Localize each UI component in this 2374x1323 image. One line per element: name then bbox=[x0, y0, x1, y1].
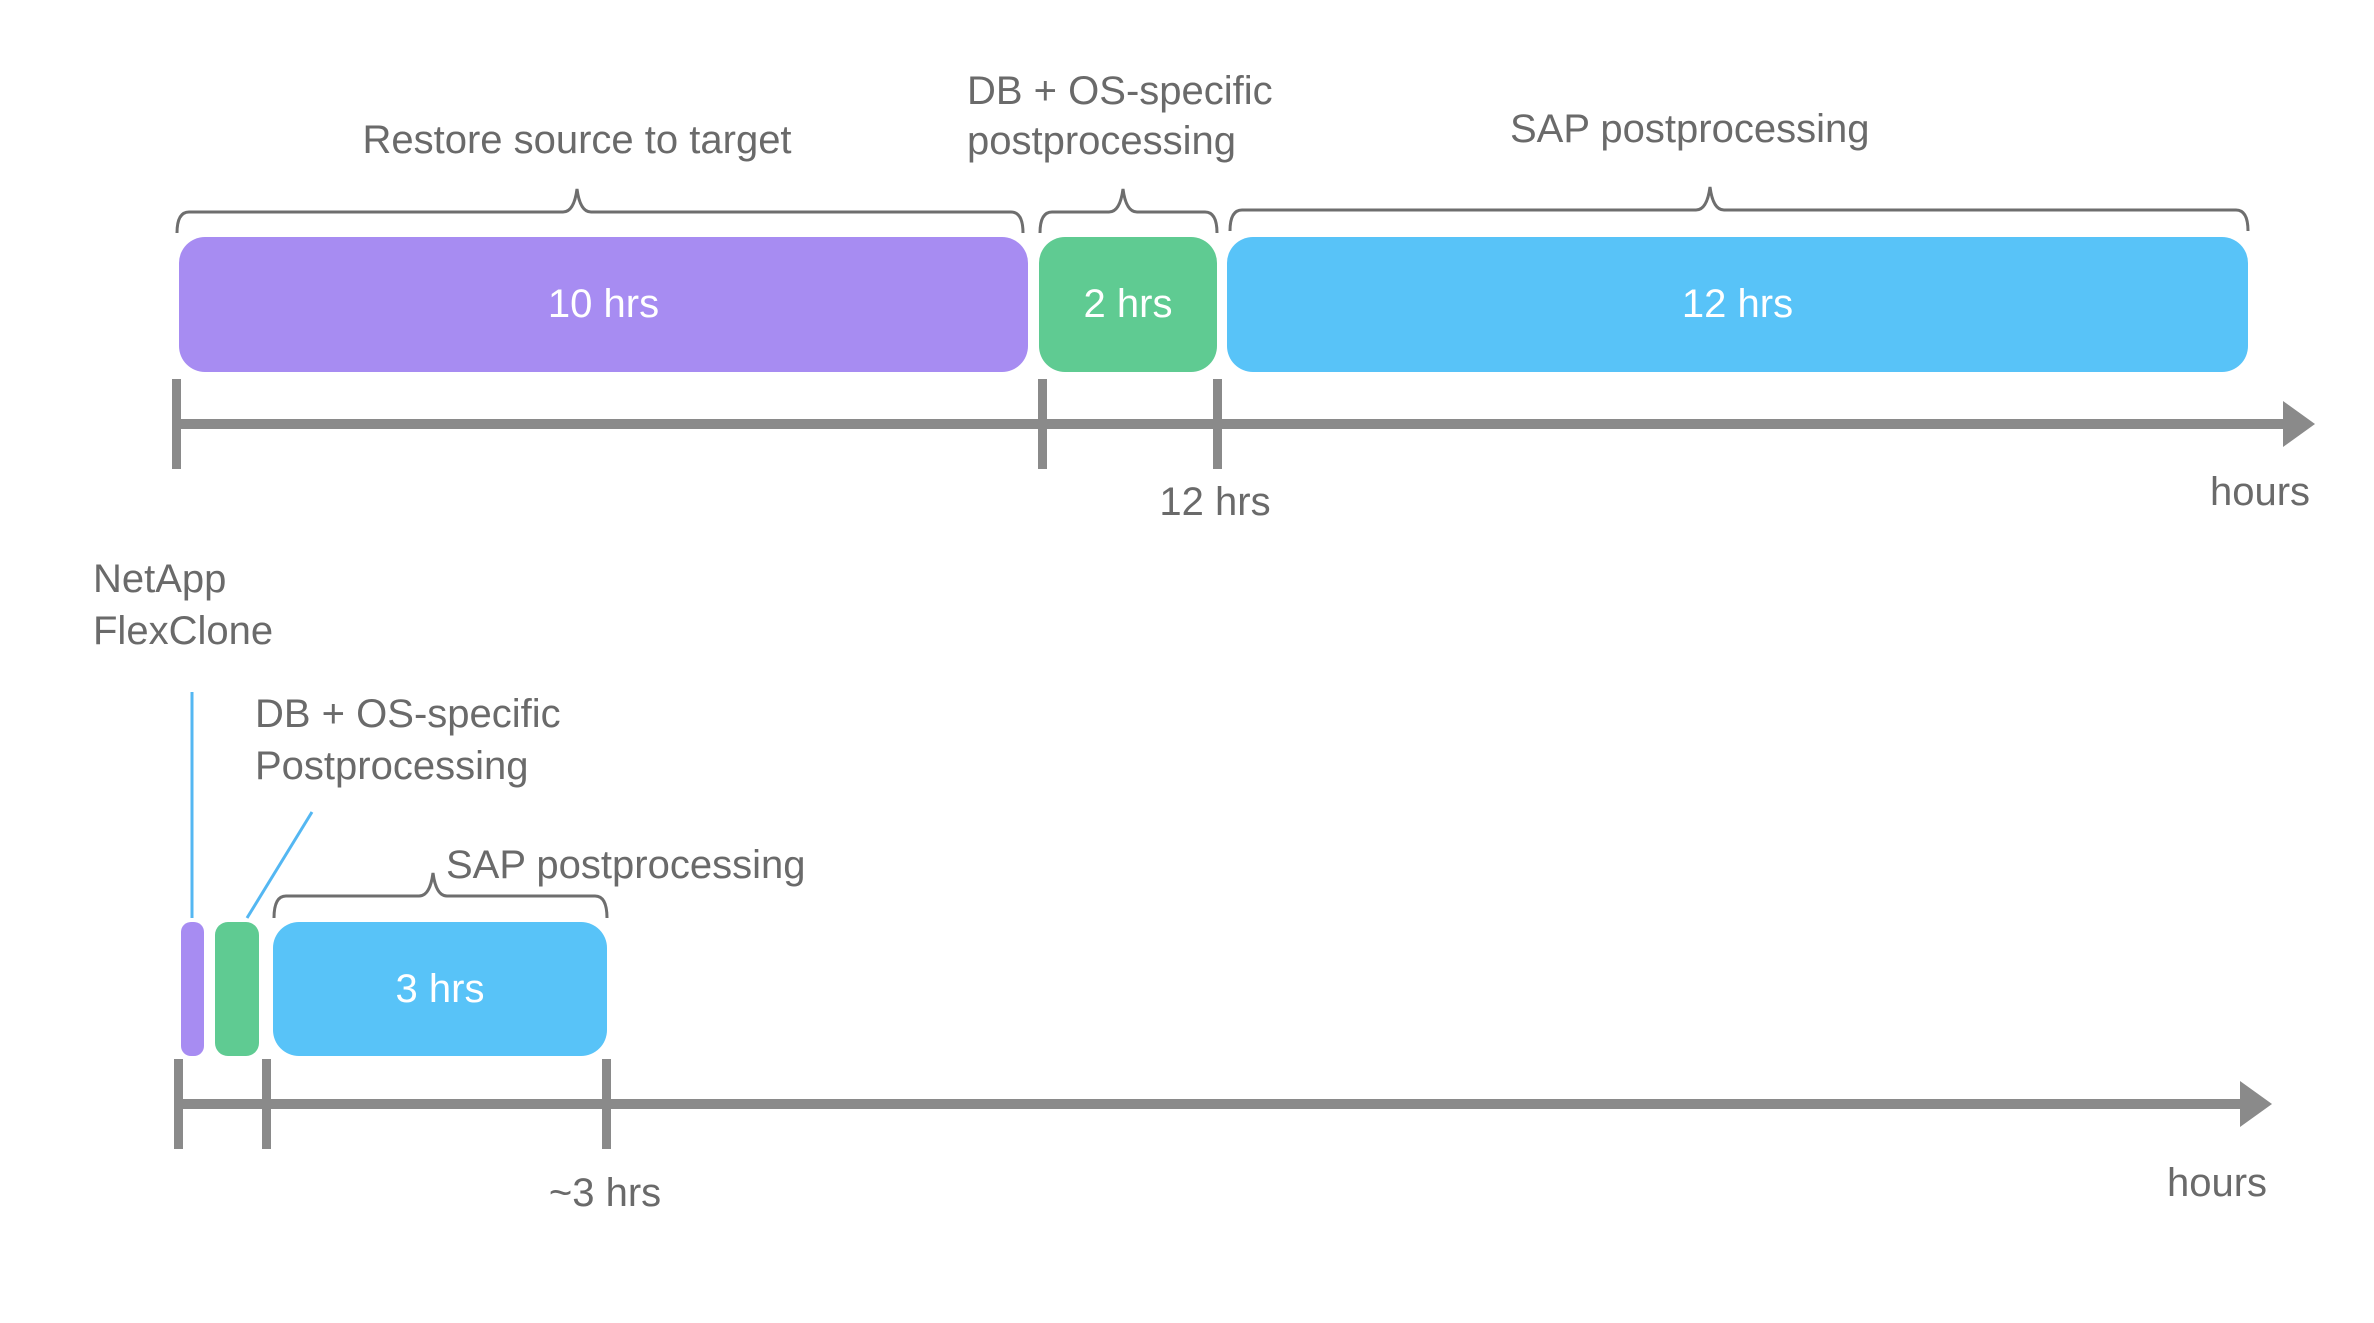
top-axis-arrowhead bbox=[2283, 401, 2315, 447]
sap-bar-bottom-duration-label: 3 hrs bbox=[395, 966, 485, 1011]
db-os-label-bottom-line2: Postprocessing bbox=[255, 744, 529, 788]
top-axis-tick-start bbox=[172, 379, 181, 469]
restore-bar-duration-label: 10 hrs bbox=[547, 282, 660, 326]
db-os-label-bottom: DB + OS-specific Postprocessing bbox=[255, 688, 561, 792]
netapp-flexclone-bar bbox=[181, 922, 204, 1056]
brace-sap-bottom bbox=[272, 872, 609, 919]
bottom-axis-arrowhead bbox=[2240, 1081, 2272, 1127]
db-os-brace-label-top: DB + OS-specific postprocessing bbox=[967, 66, 1273, 166]
netapp-flexclone-label: NetApp FlexClone bbox=[93, 553, 273, 657]
top-axis-tick-12hrs bbox=[1213, 379, 1222, 469]
bottom-axis-line bbox=[174, 1099, 2240, 1109]
sap-postprocessing-bar-bottom: 3 hrs bbox=[273, 922, 607, 1056]
sap-bar-top-duration-label: 12 hrs bbox=[1681, 282, 1794, 326]
bottom-axis-tick-start bbox=[174, 1059, 183, 1149]
sap-postprocessing-bar-top: 12 hrs bbox=[1227, 237, 2248, 372]
top-axis-tick-10hrs bbox=[1038, 379, 1047, 469]
bottom-axis-tick-3hrs bbox=[602, 1059, 611, 1149]
sap-brace-label-bottom: SAP postprocessing bbox=[446, 843, 806, 887]
netapp-flexclone-label-line1: NetApp bbox=[93, 557, 227, 601]
sap-brace-label-top: SAP postprocessing bbox=[1510, 107, 1870, 151]
brace-sap-top bbox=[1228, 186, 2250, 232]
db-os-postprocessing-bar-top: 2 hrs bbox=[1039, 237, 1217, 372]
bottom-axis-unit-label: hours bbox=[2167, 1161, 2268, 1205]
db-os-postprocessing-bar-bottom bbox=[215, 922, 259, 1056]
netapp-flexclone-label-line2: FlexClone bbox=[93, 609, 274, 653]
top-milestone-label: 12 hrs bbox=[1159, 480, 1271, 524]
db-os-bar-duration-label: 2 hrs bbox=[1083, 282, 1173, 326]
restore-brace-label: Restore source to target bbox=[362, 118, 792, 162]
db-os-callout-line bbox=[245, 811, 314, 919]
brace-restore bbox=[175, 188, 1025, 234]
db-os-brace-label-top-line1: DB + OS-specific bbox=[967, 69, 1273, 113]
db-os-brace-label-top-line2: postprocessing bbox=[967, 119, 1237, 163]
restore-bar: 10 hrs bbox=[179, 237, 1028, 372]
bottom-axis-tick-2 bbox=[262, 1059, 271, 1149]
db-os-label-bottom-line1: DB + OS-specific bbox=[255, 692, 561, 736]
bottom-milestone-label: ~3 hrs bbox=[548, 1171, 662, 1215]
top-axis-line bbox=[172, 419, 2283, 429]
top-axis-unit-label: hours bbox=[2210, 470, 2311, 514]
brace-db-os-top bbox=[1038, 188, 1219, 234]
